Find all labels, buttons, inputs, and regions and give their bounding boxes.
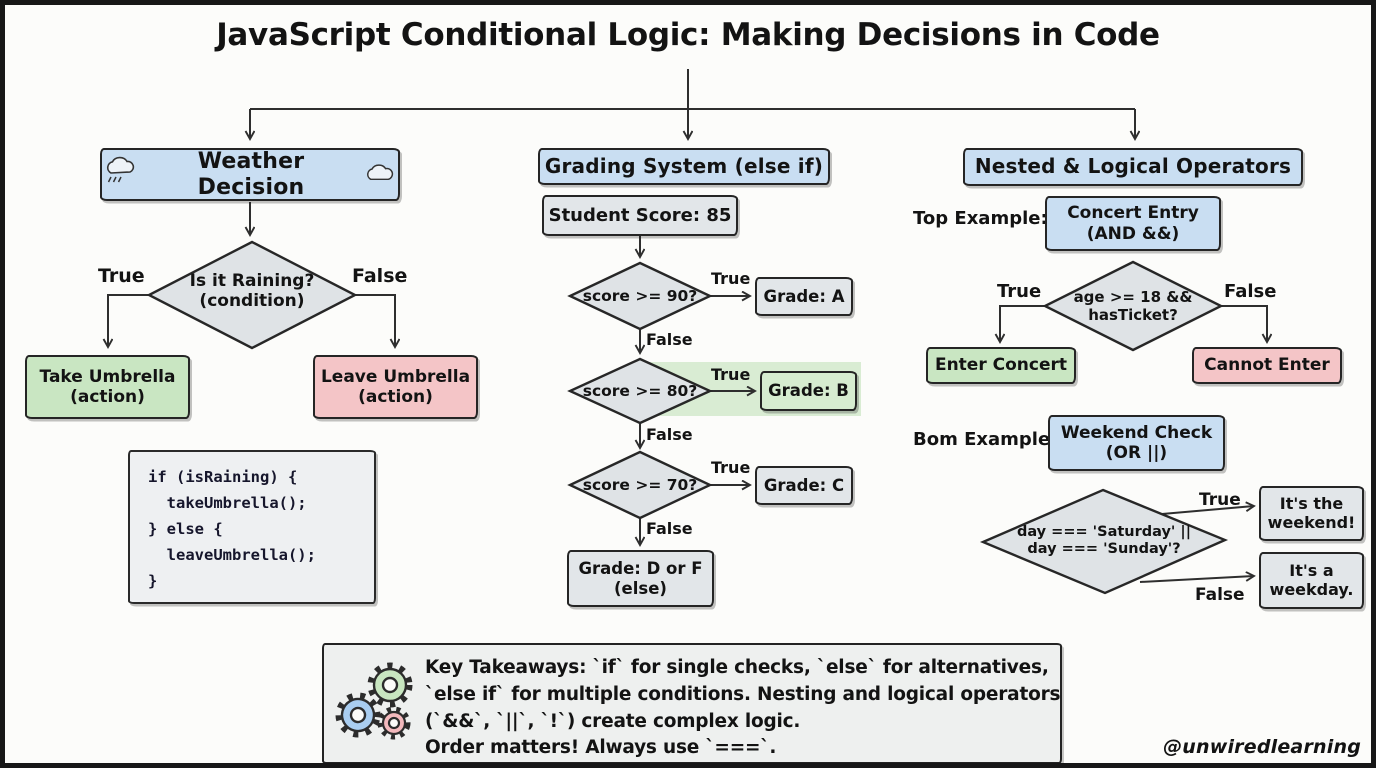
grade-else-line2: (else): [614, 578, 667, 598]
student-score-box: Student Score: 85: [542, 195, 738, 236]
code-line-1: if (isRaining) {: [148, 468, 298, 486]
code-line-2: takeUmbrella();: [148, 494, 307, 512]
grading-check2-diamond: score >= 80?: [582, 382, 698, 400]
concert-true-label: True: [997, 281, 1042, 302]
grading-check1-diamond: score >= 90?: [582, 287, 698, 305]
weekend-true-result-box: It's the weekend!: [1259, 486, 1364, 541]
grading-header-box: Grading System (else if): [538, 148, 830, 185]
concert-condition-diamond: age >= 18 && hasTicket?: [1053, 288, 1213, 324]
watermark-handle: @unwiredlearning: [1163, 736, 1361, 758]
weekend-result-line1: It's the: [1279, 493, 1344, 513]
takeaway-line-3: (`&&`, `||`, `!`) create complex logic.: [425, 711, 801, 732]
grading-check2-true-label: True: [711, 365, 751, 384]
bottom-example-label: Bom Example:: [913, 429, 1058, 450]
weekend-true-label: True: [1199, 490, 1241, 510]
grading-check1-true-label: True: [711, 269, 751, 288]
top-example-label: Top Example:: [913, 208, 1048, 229]
weekend-condition-line2: day === 'Sunday'?: [1027, 541, 1181, 558]
weekend-check-line1: Weekend Check: [1060, 422, 1213, 443]
concert-entry-box: Concert Entry (AND &&): [1045, 196, 1221, 251]
weekend-false-label: False: [1195, 585, 1245, 605]
key-takeaways-box: Key Takeaways: `if` for single checks, `…: [322, 643, 1062, 763]
grade-b-box: Grade: B: [760, 371, 857, 411]
concert-false-label: False: [1224, 281, 1277, 302]
takeaway-line-2: `else if` for multiple conditions. Nesti…: [425, 684, 1061, 705]
weekday-result-line2: weekday.: [1269, 579, 1354, 599]
leave-umbrella-line2: (action): [358, 387, 433, 407]
takeaway-line-4: Order matters! Always use `===`.: [425, 737, 777, 758]
weather-condition-diamond: Is it Raining? (condition): [162, 271, 342, 312]
rain-cloud-icon: [102, 156, 140, 193]
weather-false-label: False: [352, 265, 408, 287]
code-line-4: leaveUmbrella();: [148, 546, 316, 564]
weather-header-label: Weather Decision: [197, 148, 305, 200]
grading-check3-diamond: score >= 70?: [582, 476, 698, 494]
grade-c-box: Grade: C: [755, 466, 853, 505]
weather-header-box: Weather Decision: [100, 148, 400, 201]
grading-check3-true-label: True: [711, 458, 751, 477]
weekend-check-box: Weekend Check (OR ||): [1048, 415, 1225, 471]
take-umbrella-line1: Take Umbrella: [39, 366, 176, 387]
weather-true-label: True: [98, 265, 145, 287]
code-line-3: } else {: [148, 520, 223, 538]
grade-else-box: Grade: D or F (else): [567, 550, 714, 607]
grade-else-line1: Grade: D or F: [578, 559, 703, 579]
weekend-condition-line1: day === 'Saturday' ||: [1016, 524, 1192, 540]
student-score-label: Student Score: 85: [548, 204, 732, 226]
concert-condition-line2: hasTicket?: [1088, 306, 1178, 324]
nested-header-label: Nested & Logical Operators: [974, 154, 1292, 179]
weekend-condition-diamond: day === 'Saturday' || day === 'Sunday'?: [991, 524, 1217, 559]
concert-condition-line1: age >= 18 &&: [1073, 288, 1193, 306]
weekend-check-line2: (OR ||): [1105, 443, 1168, 463]
weather-condition-line1: Is it Raining?: [189, 271, 315, 291]
take-umbrella-line2: (action): [70, 387, 145, 407]
grading-check1-false-label: False: [646, 330, 693, 349]
code-snippet-box: if (isRaining) { takeUmbrella(); } else …: [128, 450, 376, 604]
concert-entry-line1: Concert Entry: [1067, 203, 1199, 224]
gears-icon: [335, 662, 413, 740]
grading-header-label: Grading System (else if): [544, 153, 824, 178]
enter-concert-box: Enter Concert: [926, 347, 1076, 384]
nested-header-box: Nested & Logical Operators: [963, 148, 1303, 186]
grading-check2-false-label: False: [646, 425, 693, 444]
cannot-enter-box: Cannot Enter: [1192, 347, 1342, 384]
code-line-5: }: [148, 572, 158, 590]
page-title: JavaScript Conditional Logic: Making Dec…: [216, 17, 1160, 53]
leave-umbrella-line1: Leave Umbrella: [320, 366, 471, 387]
weekend-false-result-box: It's a weekday.: [1259, 552, 1364, 609]
cloud-icon: [362, 159, 398, 190]
weekday-result-line1: It's a: [1289, 560, 1334, 580]
concert-entry-line2: (AND &&): [1086, 223, 1180, 244]
grading-check3-false-label: False: [646, 519, 693, 538]
grade-a-box: Grade: A: [755, 277, 853, 316]
weekend-result-line2: weekend!: [1267, 512, 1356, 532]
weather-condition-line2: (condition): [199, 291, 305, 312]
takeaway-line-1: Key Takeaways: `if` for single checks, `…: [425, 657, 1049, 678]
weather-false-result-box: Leave Umbrella (action): [313, 355, 478, 419]
weather-true-result-box: Take Umbrella (action): [25, 355, 190, 419]
